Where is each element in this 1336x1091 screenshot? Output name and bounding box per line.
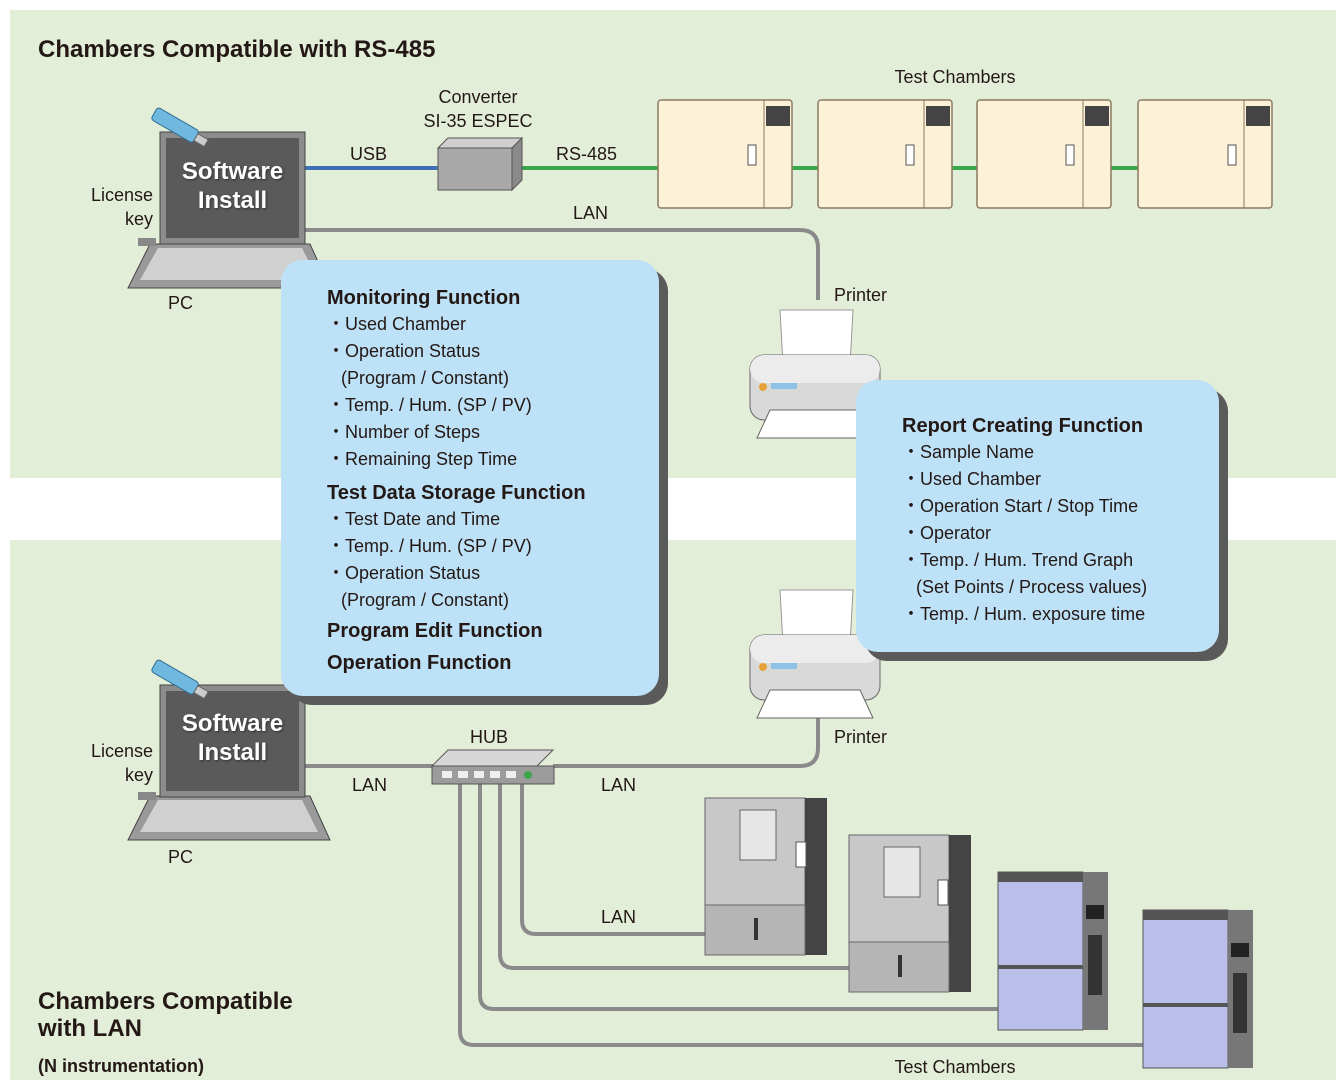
top-test-chambers-label: Test Chambers xyxy=(894,67,1016,87)
top-software-install-label: Software Install xyxy=(166,157,299,215)
functions-panel: Monitoring Function Used Chamber Operati… xyxy=(281,260,659,696)
storage-function-title: Test Data Storage Function xyxy=(327,482,586,504)
top-install-text: Install xyxy=(197,187,268,214)
bottom-pc-label: PC xyxy=(168,847,194,867)
list-item: Sample Name xyxy=(902,439,1147,466)
list-item: Operation Status xyxy=(327,338,586,365)
hub-label: HUB xyxy=(470,727,509,747)
list-item: Remaining Step Time xyxy=(327,446,586,473)
lan-section-title-line-2: with LAN xyxy=(38,1015,142,1042)
list-item: Operation Start / Stop Time xyxy=(902,493,1147,520)
top-pc-label: PC xyxy=(168,293,194,313)
converter-label: Converter xyxy=(438,87,518,107)
top-license-key-icon xyxy=(151,107,209,148)
list-item: Temp. / Hum. Trend Graph xyxy=(902,547,1147,574)
list-item: Used Chamber xyxy=(902,466,1147,493)
top-key-label: key xyxy=(124,209,153,229)
list-item: Used Chamber xyxy=(327,311,586,338)
lan-cable-chamber-3 xyxy=(478,784,1000,1011)
bottom-printer-label: Printer xyxy=(834,727,888,747)
lan-cable-hub-printer xyxy=(553,700,820,768)
lan-label-chamber: LAN xyxy=(601,907,637,927)
list-item: (Program / Constant) xyxy=(341,590,510,610)
list-item: Number of Steps xyxy=(327,419,586,446)
lan-section-title-line-1: Chambers Compatible xyxy=(38,988,293,1015)
lan-cable-chamber-1 xyxy=(520,784,705,936)
converter-device xyxy=(436,136,524,192)
report-function-list: Sample Name Used Chamber Operation Start… xyxy=(902,439,1147,628)
lan-chamber-1 xyxy=(704,797,827,956)
top-software-text: Software xyxy=(181,158,284,185)
list-item: Operator xyxy=(902,520,1147,547)
report-panel: Report Creating Function Sample Name Use… xyxy=(856,380,1219,652)
top-license-label: License xyxy=(90,185,153,205)
usb-label: USB xyxy=(350,144,388,164)
list-item: Temp. / Hum. exposure time xyxy=(902,601,1147,628)
list-item: (Set Points / Process values) xyxy=(916,577,1148,597)
lan-label-printer: LAN xyxy=(601,775,637,795)
bottom-key-label: key xyxy=(124,765,153,785)
lan-cable-chamber-4 xyxy=(458,784,1145,1047)
bottom-software-install-label: Software Install xyxy=(166,709,299,767)
rs485-chamber-1 xyxy=(657,99,793,209)
bottom-printer-icon xyxy=(749,589,881,719)
top-printer-label: Printer xyxy=(834,285,888,305)
lan-label-pc: LAN xyxy=(352,775,388,795)
rs485-label: RS-485 xyxy=(556,144,618,164)
top-lan-label: LAN xyxy=(573,203,609,223)
rs485-chamber-3 xyxy=(976,99,1112,209)
bottom-license-label: License xyxy=(90,741,153,761)
report-function-title: Report Creating Function xyxy=(902,415,1144,437)
rs485-section-title: Chambers Compatible with RS-485 xyxy=(38,36,436,63)
list-item: Test Date and Time xyxy=(327,506,586,533)
lan-chamber-3 xyxy=(997,871,1108,1031)
storage-function-list: Test Date and Time Temp. / Hum. (SP / PV… xyxy=(327,506,586,614)
lan-cable-chamber-2 xyxy=(498,784,850,970)
lan-chamber-2 xyxy=(848,834,971,993)
list-item: Operation Status xyxy=(327,560,586,587)
rs485-chamber-4 xyxy=(1137,99,1273,209)
bottom-install-text: Install xyxy=(197,739,268,766)
lan-section-subtitle: (N instrumentation) xyxy=(38,1056,204,1076)
monitoring-function-title: Monitoring Function xyxy=(327,287,521,309)
operation-function-title: Operation Function xyxy=(327,652,512,674)
top-laptop-icon xyxy=(127,131,331,289)
hub-device xyxy=(430,749,555,785)
list-item: Temp. / Hum. (SP / PV) xyxy=(327,533,586,560)
program-edit-function-title: Program Edit Function xyxy=(327,620,543,642)
bottom-test-chambers-label: Test Chambers xyxy=(894,1057,1016,1077)
top-printer-icon xyxy=(749,309,881,439)
lan-cable-top-printer xyxy=(300,228,820,300)
lan-chamber-4 xyxy=(1142,909,1253,1069)
bottom-license-key-icon xyxy=(151,659,209,700)
converter-model-label: SI-35 ESPEC xyxy=(423,111,533,131)
list-item: (Program / Constant) xyxy=(341,368,510,388)
rs485-chamber-2 xyxy=(817,99,953,209)
bottom-software-text: Software xyxy=(181,710,284,737)
list-item: Temp. / Hum. (SP / PV) xyxy=(327,392,586,419)
bottom-laptop-icon xyxy=(127,684,331,841)
monitoring-function-list: Used Chamber Operation Status (Program /… xyxy=(327,311,586,473)
